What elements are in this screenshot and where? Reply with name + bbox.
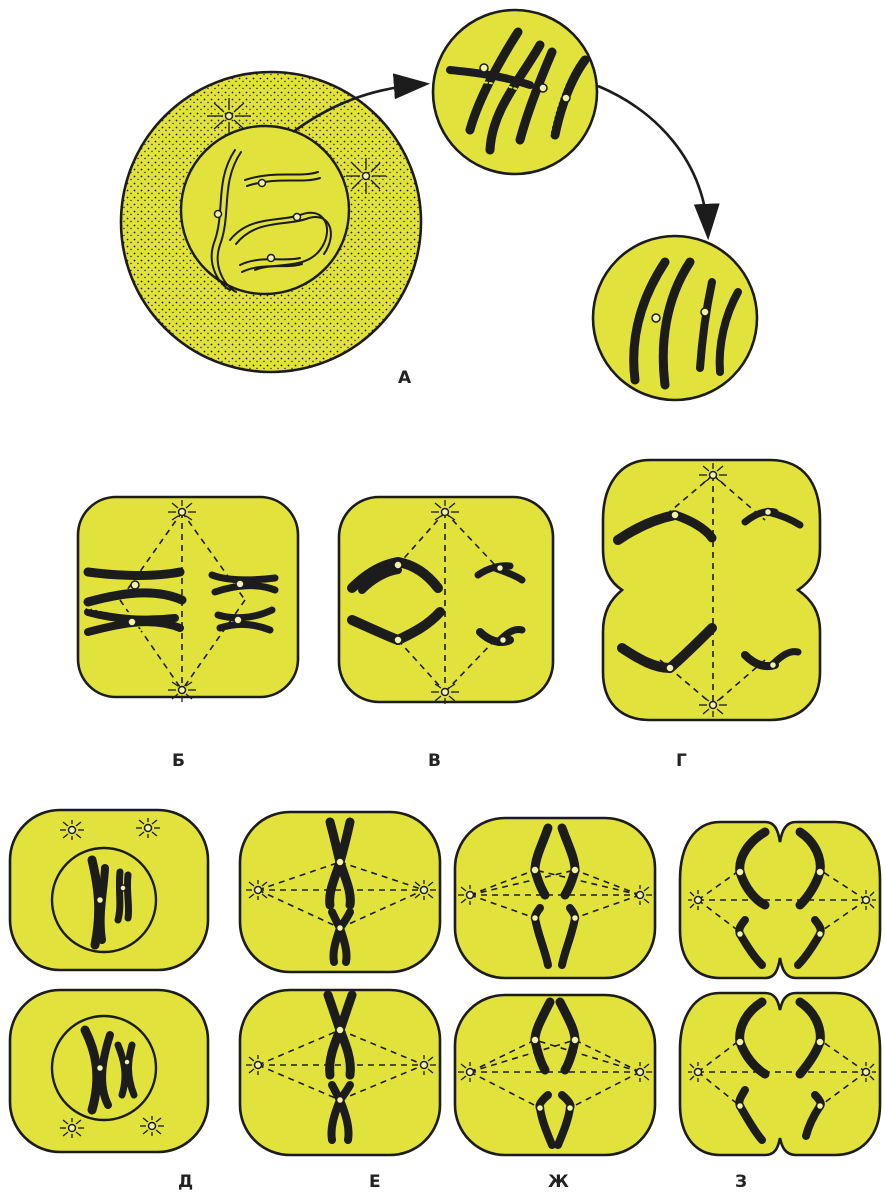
- interphase-nucleus: [181, 126, 349, 294]
- panel-a: А: [121, 10, 757, 400]
- panel-v: В: [339, 497, 553, 771]
- label-g: Г: [676, 751, 687, 771]
- label-a: А: [398, 368, 412, 388]
- label-v: В: [428, 751, 441, 771]
- label-b: Б: [172, 751, 185, 771]
- cell-zh-bottom: [455, 995, 655, 1155]
- label-zh: Ж: [548, 1172, 569, 1192]
- label-z: З: [735, 1172, 747, 1192]
- panel-z: З: [680, 822, 880, 1192]
- panel-b: Б: [78, 497, 298, 771]
- panel-zh: Ж: [455, 818, 655, 1192]
- arrow-to-metaphase: [598, 86, 708, 235]
- centrosome-star: [60, 1118, 84, 1138]
- cell-e-bottom: [240, 990, 440, 1155]
- panel-d: Д: [10, 810, 208, 1192]
- telophase-cell: [603, 460, 820, 720]
- panel-e: Е: [240, 812, 440, 1192]
- cell-e-top: [240, 812, 440, 972]
- cell-z-bottom: [680, 993, 880, 1155]
- centrosome-star: [346, 158, 386, 194]
- panel-g: Г: [603, 460, 820, 771]
- centrosome-star: [136, 818, 160, 838]
- centrosome-star: [140, 1116, 164, 1136]
- centrosome-star: [60, 820, 84, 840]
- anaphase-cell: [339, 497, 553, 702]
- cell-zh-top: [455, 818, 655, 978]
- label-d: Д: [178, 1172, 193, 1192]
- label-e: Е: [369, 1172, 381, 1192]
- prometaphase-circle: [593, 236, 757, 400]
